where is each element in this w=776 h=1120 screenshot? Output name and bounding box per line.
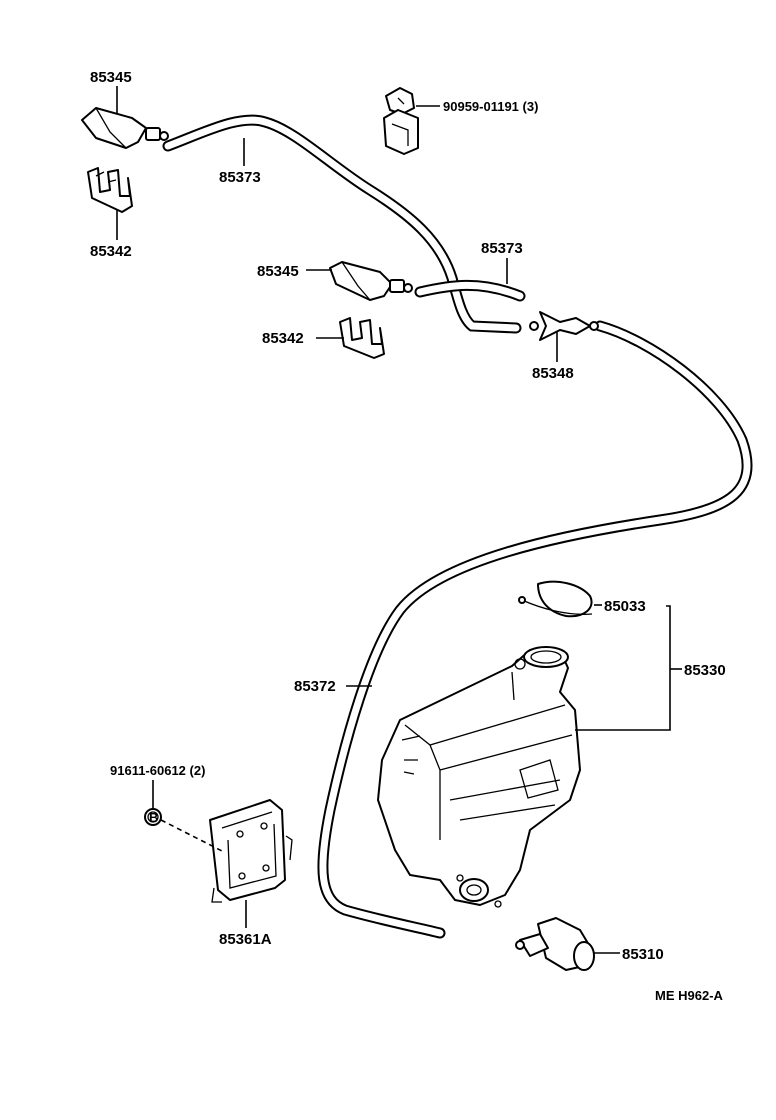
label-85361A: 85361A	[219, 931, 272, 948]
label-85348: 85348	[532, 365, 574, 382]
label-85372: 85372	[294, 678, 336, 695]
nozzle-upper	[81, 107, 169, 149]
clip-mid	[339, 317, 385, 359]
label-85033: 85033	[604, 598, 646, 615]
label-85310: 85310	[622, 946, 664, 963]
washer-tank	[377, 646, 581, 908]
washer-pump	[515, 917, 595, 971]
label-85342-upper: 85342	[90, 243, 132, 260]
label-clamp: 90959-01191 (3)	[443, 99, 538, 114]
leader-bolt-dashed	[160, 819, 225, 853]
bolt-part: B	[144, 808, 162, 826]
diagram-code: ME H962-A	[655, 988, 724, 1003]
label-85373-mid: 85373	[481, 240, 523, 257]
joint-part	[529, 311, 599, 341]
hose-upper-85373	[162, 114, 522, 334]
bracket-part	[209, 799, 293, 903]
label-85345-mid: 85345	[257, 263, 299, 280]
clip-upper	[87, 167, 133, 213]
bolt-mark-text: B	[149, 810, 158, 825]
nozzle-mid	[329, 261, 413, 301]
tank-cap	[518, 580, 593, 618]
clamp-part	[383, 87, 419, 155]
hose-long-85372	[317, 320, 753, 939]
label-85345-upper: 85345	[90, 69, 132, 86]
label-85342-mid: 85342	[262, 330, 304, 347]
hose-mid-85373	[414, 279, 526, 302]
label-bolt: 91611-60612 (2)	[110, 763, 205, 778]
leader-85330-bracket	[575, 605, 671, 731]
label-85373-upper: 85373	[219, 169, 261, 186]
label-85330: 85330	[684, 662, 726, 679]
